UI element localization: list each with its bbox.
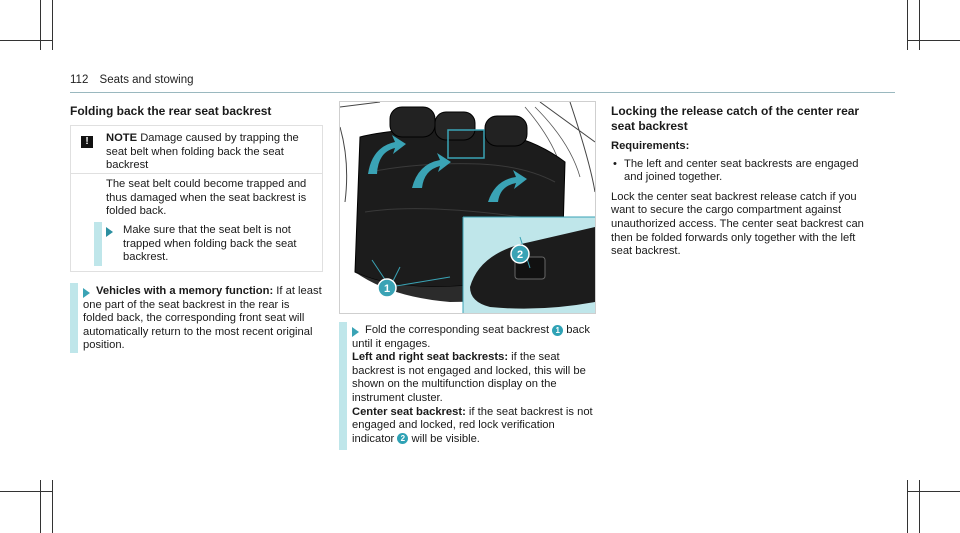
header-rule [70,92,895,93]
crop-mark [919,0,920,50]
fold-step-text-b: back until it engages. [352,324,590,350]
callout-badge-2: 2 [397,433,409,445]
fold-step-text-a: Fold the corresponding seat backrest [365,324,550,336]
crop-mark [40,0,41,50]
crop-mark [907,40,960,41]
callout-badge-1: 1 [552,324,564,336]
callout-1: 1 [384,283,390,295]
crop-mark [52,0,53,50]
section-heading: Locking the release catch of the center … [611,104,860,133]
requirements-list: The left and center seat backrests are e… [611,158,866,185]
crop-mark [52,480,53,533]
crop-mark [919,480,920,533]
requirements-block: Requirements: The left and center seat b… [611,140,866,259]
left-right-label: Left and right seat backrests: [352,351,509,364]
note-instruction: Make sure that the seat belt is not trap… [123,224,297,264]
step-highlight [70,283,78,353]
section-title: Seats and stowing [99,74,194,86]
step-arrow-icon [106,227,113,237]
fold-step: Fold the corresponding seat backrest 1 b… [352,324,600,446]
center-label: Center seat backrest: [352,405,466,418]
step-arrow-icon [83,288,90,298]
page-number: 112 [70,74,89,86]
center-text-a: if the seat backrest is not engaged and … [352,405,593,445]
note-body: The seat belt could become trapped and t… [106,178,307,218]
step-bold-label: Vehicles with a memory function: [96,285,274,297]
rear-seat-figure: 1 2 [339,101,596,314]
center-text-b: will be visible. [411,432,480,445]
section-heading: Folding back the rear seat backrest [70,104,272,118]
crop-mark [40,480,41,533]
rear-seat-illustration: 1 2 [340,102,595,313]
left-right-text: if the seat backrest is not engaged and … [352,351,586,404]
note-label: NOTE [106,132,138,144]
crop-mark [0,40,52,41]
crop-mark [907,491,960,492]
note-box: ! NOTE Damage caused by trapping the sea… [70,125,323,272]
step-highlight [339,322,347,450]
crop-mark [907,480,908,533]
note-head-description: Damage caused by trapping the seat belt … [106,132,299,172]
memory-function-step: Vehicles with a memory function: If at l… [83,285,323,353]
list-item: The left and center seat backrests are e… [611,158,866,185]
note-header: ! NOTE Damage caused by trapping the sea… [71,126,322,174]
crop-mark [907,0,908,50]
instruction-highlight [94,222,102,266]
callout-2: 2 [517,249,523,261]
note-head-text: NOTE Damage caused by trapping the seat … [106,132,311,173]
release-catch-body: Lock the center seat backrest release ca… [611,190,864,258]
step-arrow-icon [352,327,359,337]
page-header: 112 Seats and stowing [70,74,194,86]
warning-icon: ! [81,136,93,148]
step-text: If at least one part of the seat backres… [83,285,322,352]
crop-mark [0,491,52,492]
requirements-label: Requirements: [611,140,690,152]
